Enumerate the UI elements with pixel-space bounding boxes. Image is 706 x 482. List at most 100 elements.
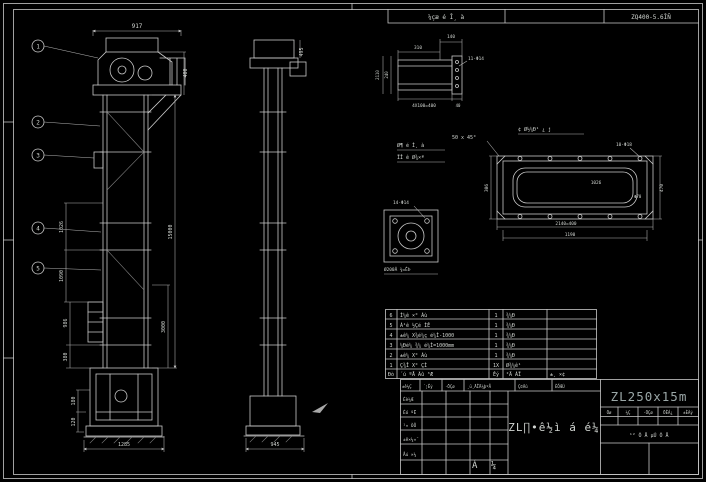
bom-row-no: 5: [389, 323, 392, 329]
right-cell: ·ÖÇø: [643, 410, 653, 415]
bom-row-qty: 1: [494, 323, 497, 329]
bom-header-mat: ²Ä ÁÏ: [506, 371, 521, 378]
bom-header-note: ±¸ ×¢: [550, 372, 565, 378]
dim-front-upper: 400: [183, 68, 189, 77]
dim-boot-180: 180: [71, 396, 77, 405]
dim-front-top: 917: [132, 23, 143, 30]
bom-row-mat: ¾¼Ð: [506, 333, 515, 339]
dim-front-bottom: 1285: [118, 442, 130, 448]
label-door-holes: 10-Φ18: [616, 142, 632, 148]
dim-door-phi: Φ70: [634, 194, 642, 199]
bom-row-qty: 1: [494, 343, 497, 349]
sign-label-approve: Åú ×¼: [403, 451, 417, 458]
bom-table: 6 Ì¼ê ×° Áù 1 ¾¼Ð 5 Á¹ê ½Çé ÌÊ 1 ¾¼Ð 4 ±…: [385, 309, 597, 379]
revision-cell: Ç©Ãû: [518, 384, 528, 389]
balloon-1: 1: [36, 44, 40, 51]
balloon-2: 2: [36, 120, 40, 127]
bom-row-qty: 1: [494, 313, 497, 319]
dim-channel-bottom: 4X100=400: [412, 103, 436, 109]
bom-header-name: ´ú ºÅ Ãû ³Æ: [400, 371, 433, 378]
channel-note-2: ÏÎ ê Ø¾×ª: [397, 154, 424, 161]
sight-glass: [114, 389, 128, 403]
detail-door: ¢ Ø½¼Ð¹ ¿ j 10-Φ18 1026 2140=400 1190 47…: [484, 126, 665, 241]
bom-row-mat: ¾¼Ð: [506, 343, 515, 349]
dim-door-left: 306: [484, 184, 490, 192]
dim-channel-40: 40: [456, 103, 461, 108]
balloon-4: 4: [36, 226, 40, 233]
sheets-note: ¹² Õ Å µÚ Õ Å: [629, 432, 668, 439]
bom-row-qty: 1X: [493, 363, 499, 369]
drawing-number: ZL250x15m: [611, 389, 688, 404]
stamp-left-text: ¼çæ é Î¸ à: [428, 14, 465, 21]
plot-mark: [312, 403, 328, 413]
bom-row-mat: ¾¼Ð: [506, 353, 515, 359]
dim-boot-120: 120: [71, 417, 77, 426]
front-view: [83, 37, 186, 444]
stamp-right-text: ZQ400-5.6ÎÑ: [631, 14, 671, 21]
front-view-dimensions: 917 1285 15000 400 3000 1026 1090 986 38…: [59, 23, 189, 452]
revision-cell: ±ê¼Ç: [402, 384, 412, 390]
bom-row-name: ±ê¼ X° Áù: [400, 352, 427, 359]
dim-left-1090: 1090: [59, 270, 65, 282]
bom-row-mat: ¾¼Ð: [506, 323, 515, 329]
bom-row-qty: 1: [494, 333, 497, 339]
bom-row-no: 3: [389, 343, 392, 349]
right-cell: ÖÊÁ¿: [663, 410, 673, 415]
balloon-3: 3: [36, 153, 40, 160]
chamfer-note: 50 x 45°: [452, 135, 500, 157]
dim-left-986: 986: [63, 318, 69, 327]
revision-cell: ´¦Êý: [423, 384, 433, 389]
bom-row-qty: 1: [494, 353, 497, 359]
sign-label-process: ¹¤ ÒÕ: [403, 422, 417, 429]
dim-door-slot: 1026: [591, 180, 602, 186]
sign-label-standard: ±ê×¼»¯: [403, 436, 419, 443]
flange-bottom-label: Ø200Â ¾=ÊÞ: [384, 265, 411, 273]
bom-row-no: 4: [389, 333, 392, 339]
bom-row-name: ¼Ðé¼ ¾¼ é¼Ì=1000mm: [400, 342, 454, 349]
bom-header-qty: Êý: [493, 370, 499, 378]
label-flange-holes: 14-Φ14: [393, 200, 409, 206]
chamfer-text: 50 x 45°: [452, 135, 476, 141]
bom-row-name: ±ê¼ X¾é¼ç é¼Ì-1000: [400, 332, 454, 339]
sign-label-check: Éó ºË: [403, 408, 417, 416]
balloon-5: 5: [36, 266, 40, 273]
bom-row-no: 2: [389, 353, 392, 359]
right-cell: Öø: [607, 410, 612, 415]
dim-front-total: 15000: [168, 224, 174, 239]
dim-front-lower: 3000: [161, 321, 167, 333]
balloon-callouts: 1 2 3 4 5: [31, 39, 102, 275]
bom-row-no: 6: [389, 313, 392, 319]
dim-side-top: 495: [299, 47, 305, 56]
dim-channel-240: 240: [384, 71, 389, 79]
bom-row-name: Á¹ê ½Çé ÌÊ: [400, 321, 430, 329]
revision-cell: ·ÖÇø: [445, 384, 455, 389]
drive-pulley: [109, 57, 135, 83]
stamp-strip: ¼çæ é Î¸ à ZQ400-5.6ÎÑ: [387, 9, 699, 24]
dim-door-right: 470: [659, 184, 665, 192]
revision-cell: ÈÕÆÚ: [555, 384, 565, 389]
dim-channel-2110: 2110: [375, 70, 380, 80]
side-view-dimensions: 945 495: [245, 40, 305, 452]
dim-door-bottom-a: 2140=400: [555, 221, 577, 227]
motor-pulley: [137, 65, 153, 81]
dim-channel-140: 140: [447, 34, 455, 40]
dim-left-1026: 1026: [59, 221, 65, 233]
doc-label: Á ¼: [472, 459, 500, 471]
door-label: ¢ Ø½¼Ð¹ ¿ j: [518, 126, 551, 133]
bom-row-mat: ¾¼Ð: [506, 313, 515, 319]
dim-left-380: 380: [63, 352, 69, 361]
right-cell: ±ÈÀý: [683, 410, 693, 415]
side-view: [243, 39, 307, 443]
detail-flange: 14-Φ14 Ø200Â ¾=ÊÞ: [383, 200, 439, 275]
dim-side-bottom: 945: [270, 442, 279, 448]
bom-row-mat: Ø¾¼ê¹: [506, 362, 521, 369]
dim-channel-310: 310: [414, 45, 422, 51]
bom-header-no: Ðò: [388, 371, 394, 378]
revision-cell: ¸ü¸ÄÎÄ¼þºÅ: [467, 384, 492, 390]
right-cell: ¼Ç: [626, 410, 631, 416]
title-block: ±ê¼Ç ´¦Êý ·ÖÇø ¸ü¸ÄÎÄ¼þºÅ Ç©Ãû ÈÕÆÚ Éè¼Æ…: [400, 379, 699, 475]
border-frame: [3, 3, 703, 479]
bom-row-name: Ì¼ê ×° Áù: [400, 312, 427, 319]
drawing-title: ZL∏•ê½ì á é¼: [508, 421, 599, 434]
